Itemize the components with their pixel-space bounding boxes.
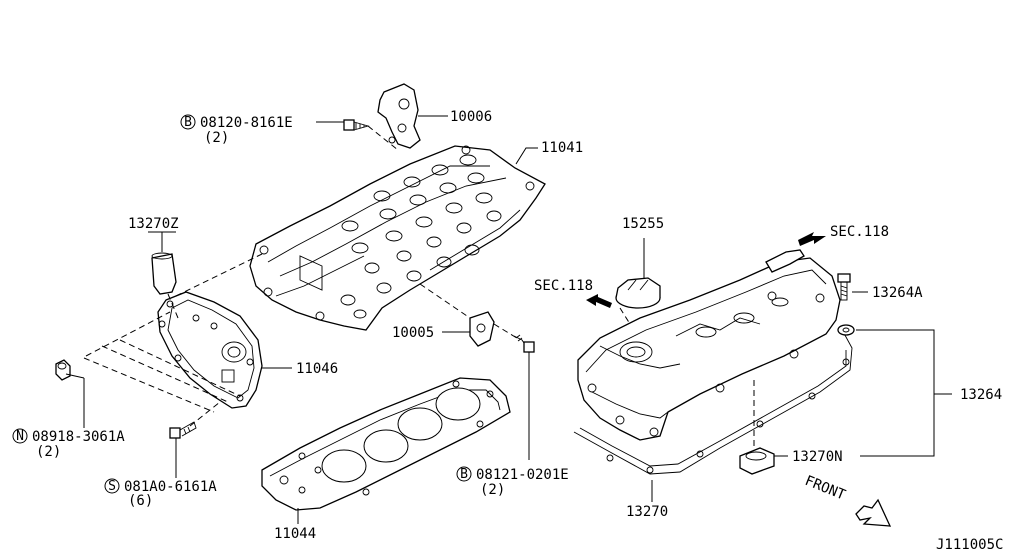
- callout-marker-b1: B: [184, 115, 192, 130]
- rocker-gasket-13270: [573, 325, 853, 475]
- bracket-10006: [377, 83, 421, 149]
- label-11044: 11044: [274, 526, 316, 542]
- cylinder-head-11041: [249, 145, 546, 331]
- callout-number-b2: 08121-0201E: [476, 467, 569, 483]
- seal-13270n: [739, 447, 775, 475]
- bracket-10005: [469, 311, 495, 347]
- bolt-08120-8161e: [343, 119, 370, 131]
- label-11046: 11046: [296, 361, 338, 377]
- nut-08918-3061a: [55, 359, 71, 381]
- callout-081a0-6161a: S 081A0-6161A (6): [104, 478, 217, 509]
- callout-08121-0201e: B 08121-0201E (2): [456, 466, 569, 498]
- callout-marker-n1: N: [16, 429, 24, 444]
- callout-qty-b2: (2): [480, 482, 505, 498]
- oil-filler-cap-15255: [615, 277, 661, 309]
- callout-08918-3061a: N 08918-3061A (2): [12, 428, 125, 460]
- bolt-08121-0201e: [513, 334, 535, 353]
- callout-marker-s1: S: [108, 479, 116, 494]
- diagram-code: J111005C: [936, 537, 1003, 553]
- label-11041: 11041: [541, 140, 583, 156]
- label-13270z: 13270Z: [128, 216, 179, 232]
- callout-number-n1: 08918-3061A: [32, 429, 125, 445]
- label-13264: 13264: [960, 387, 1002, 403]
- label-13270n: 13270N: [792, 449, 843, 465]
- callout-marker-b2: B: [460, 467, 468, 482]
- label-sec118-upper: SEC.118: [830, 224, 889, 240]
- bolt-13264a: [837, 273, 851, 301]
- callout-08120-8161e: B 08120-8161E (2): [180, 114, 293, 146]
- sec118-left-arrow: [586, 294, 612, 308]
- cam-bosses: [340, 154, 502, 319]
- rocker-cover: [577, 249, 841, 441]
- label-front: FRONT: [803, 473, 849, 504]
- callout-number-b1: 08120-8161E: [200, 115, 293, 131]
- label-10006: 10006: [450, 109, 492, 125]
- label-15255: 15255: [622, 216, 664, 232]
- front-arrow: [855, 498, 892, 527]
- seal-13270z: [151, 252, 177, 295]
- callout-qty-b1: (2): [204, 130, 229, 146]
- grommet: [837, 324, 855, 336]
- label-13270: 13270: [626, 504, 668, 520]
- callout-qty-n1: (2): [36, 444, 61, 460]
- sec118-upper-arrow: [798, 232, 826, 246]
- bolt-081a0-6161a: [169, 421, 197, 439]
- label-sec118-left: SEC.118: [534, 278, 593, 294]
- label-13264a: 13264A: [872, 285, 923, 301]
- front-cover-11046: [157, 291, 263, 409]
- label-10005: 10005: [392, 325, 434, 341]
- head-gasket-11044: [261, 377, 511, 511]
- callout-qty-s1: (6): [128, 493, 153, 509]
- callout-number-s1: 081A0-6161A: [124, 479, 217, 495]
